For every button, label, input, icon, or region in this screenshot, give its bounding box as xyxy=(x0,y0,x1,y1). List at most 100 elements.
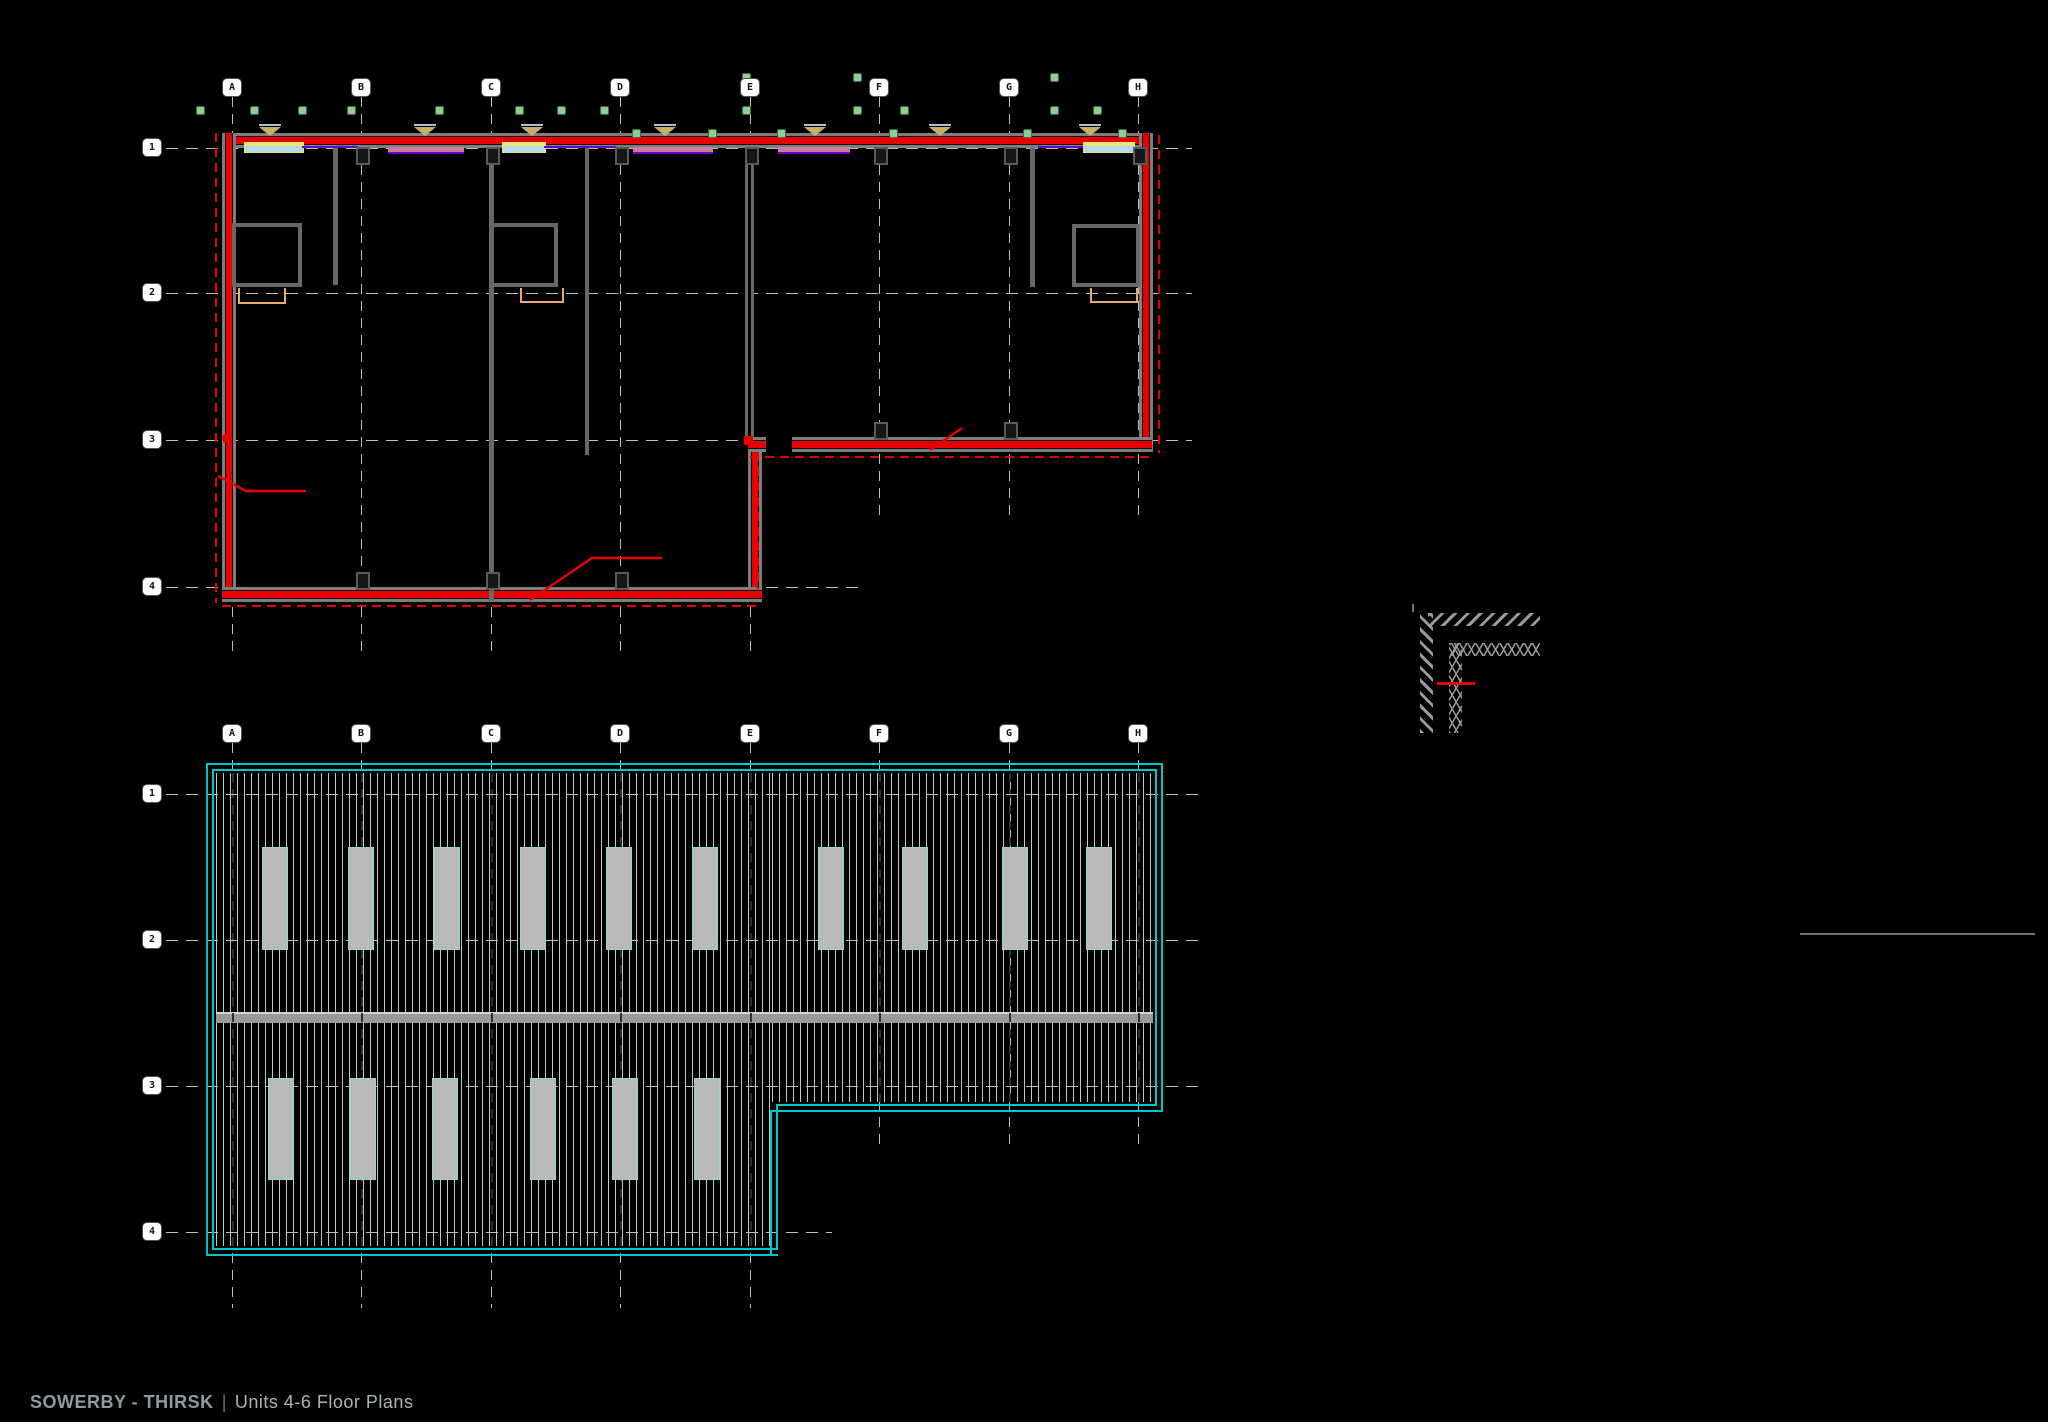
survey-dot-10 xyxy=(900,106,909,115)
survey-dot-7 xyxy=(600,106,609,115)
grid-bubble-row-4-roof: 4 xyxy=(143,1223,161,1240)
roof-edge-south-inner xyxy=(212,1248,778,1250)
grid-bubble-column-D: D xyxy=(611,79,629,96)
plan1-west-wall xyxy=(222,133,236,601)
detail-insulation-vertical xyxy=(1449,643,1462,733)
status-bar: SOWERBY - THIRSK|Units 4-6 Floor Plans xyxy=(30,1392,413,1413)
column-north-2 xyxy=(615,147,629,165)
grid-bubble-column-D-roof: D xyxy=(611,725,629,742)
plan1-room-1 xyxy=(232,223,302,287)
grid-bubble-row-4: 4 xyxy=(143,578,161,595)
rooflight-north-8 xyxy=(1002,847,1028,950)
survey-dot-5 xyxy=(515,106,524,115)
roller-door-2 xyxy=(778,147,850,154)
grid-bubble-column-H: H xyxy=(1129,79,1147,96)
project-title: SOWERBY - THIRSK xyxy=(30,1392,214,1412)
survey-dot-4 xyxy=(435,106,444,115)
column-step-1 xyxy=(1004,422,1018,440)
survey-dot-16 xyxy=(632,129,641,138)
roof-grid-dash-column-F xyxy=(879,773,881,1102)
level-marker-1 xyxy=(414,127,436,136)
grid-bubble-column-H-roof: H xyxy=(1129,725,1147,742)
glazing-line-0 xyxy=(302,146,358,148)
roof-grid-dash-column-H xyxy=(1138,773,1140,1102)
level-marker-cap-5 xyxy=(929,124,951,126)
grid-bubble-column-B: B xyxy=(352,79,370,96)
column-north-1 xyxy=(486,147,500,165)
plan1-red-dashed-west xyxy=(215,133,217,603)
roof-edge-east-outer xyxy=(1161,763,1163,1112)
survey-dot-21 xyxy=(1118,129,1127,138)
grid-line-row-1-plan2 xyxy=(166,794,1205,795)
rooflight-south-4 xyxy=(612,1078,638,1180)
plan1-room-2 xyxy=(490,223,558,287)
plan1-stair-wall-3 xyxy=(1030,148,1035,287)
rooflight-south-2 xyxy=(432,1078,458,1180)
roof-grid-dash-column-D xyxy=(620,773,622,1246)
grid-line-column-H-plan1 xyxy=(1138,97,1139,520)
survey-dot-6 xyxy=(557,106,566,115)
roof-sheeting-left xyxy=(216,773,772,1246)
grid-bubble-column-F-roof: F xyxy=(870,725,888,742)
roller-door-0 xyxy=(388,147,464,154)
roof-grid-dash-column-C xyxy=(491,773,493,1246)
rooflight-south-3 xyxy=(530,1078,556,1180)
survey-dot-0 xyxy=(196,106,205,115)
grid-bubble-column-G: G xyxy=(1000,79,1018,96)
level-marker-3 xyxy=(654,127,676,136)
level-marker-4 xyxy=(804,127,826,136)
roof-edge-step-vertical-inner xyxy=(776,1104,778,1250)
column-step-0 xyxy=(874,422,888,440)
plan1-stair-wall-2 xyxy=(585,148,589,455)
survey-dot-11 xyxy=(1050,106,1059,115)
survey-dot-12 xyxy=(1093,106,1102,115)
plan1-red-corner-marker xyxy=(744,436,753,445)
plan1-door-swing-3 xyxy=(1090,288,1138,303)
column-south-0 xyxy=(356,572,370,590)
detail-red-line xyxy=(1437,682,1475,685)
grid-line-row-3-plan2 xyxy=(166,1086,1205,1087)
grid-bubble-column-E-roof: E xyxy=(741,725,759,742)
column-north-3 xyxy=(745,147,759,165)
grid-bubble-column-A-roof: A xyxy=(223,725,241,742)
rooflight-north-5 xyxy=(692,847,718,950)
plan1-door-swing-1 xyxy=(238,288,286,304)
plan1-unit-divider-wall-1 xyxy=(489,148,494,601)
sheet-divider-line xyxy=(1800,933,2035,935)
grid-bubble-column-A: A xyxy=(223,79,241,96)
survey-dot-1 xyxy=(250,106,259,115)
grid-line-row-2-plan2 xyxy=(166,940,1205,941)
column-north-0 xyxy=(356,147,370,165)
rooflight-north-1 xyxy=(348,847,374,950)
plan1-red-marker-dot xyxy=(222,433,232,443)
survey-dot-17 xyxy=(708,129,717,138)
plan1-north-wall xyxy=(222,133,1152,148)
survey-dot-3 xyxy=(347,106,356,115)
roof-edge-step-vertical-outer xyxy=(770,1110,772,1256)
rooflight-north-4 xyxy=(606,847,632,950)
plan1-step-wall-horizontal xyxy=(748,437,1152,452)
roller-door-1 xyxy=(633,147,713,154)
grid-line-column-G-plan1 xyxy=(1009,97,1010,520)
plan1-red-dashed-step-vertical xyxy=(757,452,759,589)
plan1-east-wall xyxy=(1139,133,1153,452)
level-marker-cap-2 xyxy=(521,124,543,126)
rooflight-north-3 xyxy=(520,847,546,950)
grid-line-column-D-plan1 xyxy=(620,97,621,655)
grid-bubble-column-C: C xyxy=(482,79,500,96)
grid-line-column-F-plan1 xyxy=(879,97,880,520)
survey-dot-2 xyxy=(298,106,307,115)
plan1-unit-divider-wall-2 xyxy=(745,148,754,438)
rooflight-north-0 xyxy=(262,847,288,950)
roof-edge-south-outer xyxy=(206,1254,778,1256)
level-marker-0 xyxy=(259,127,281,136)
roof-edge-west-inner xyxy=(212,769,214,1250)
grid-line-column-B-plan1 xyxy=(361,97,362,655)
grid-bubble-column-C-roof: C xyxy=(482,725,500,742)
rooflight-north-2 xyxy=(434,847,460,950)
plan1-stair-wall-1 xyxy=(333,148,338,285)
survey-dot-18 xyxy=(777,129,786,138)
roof-edge-step-inner xyxy=(776,1104,1157,1106)
level-marker-cap-4 xyxy=(804,124,826,126)
